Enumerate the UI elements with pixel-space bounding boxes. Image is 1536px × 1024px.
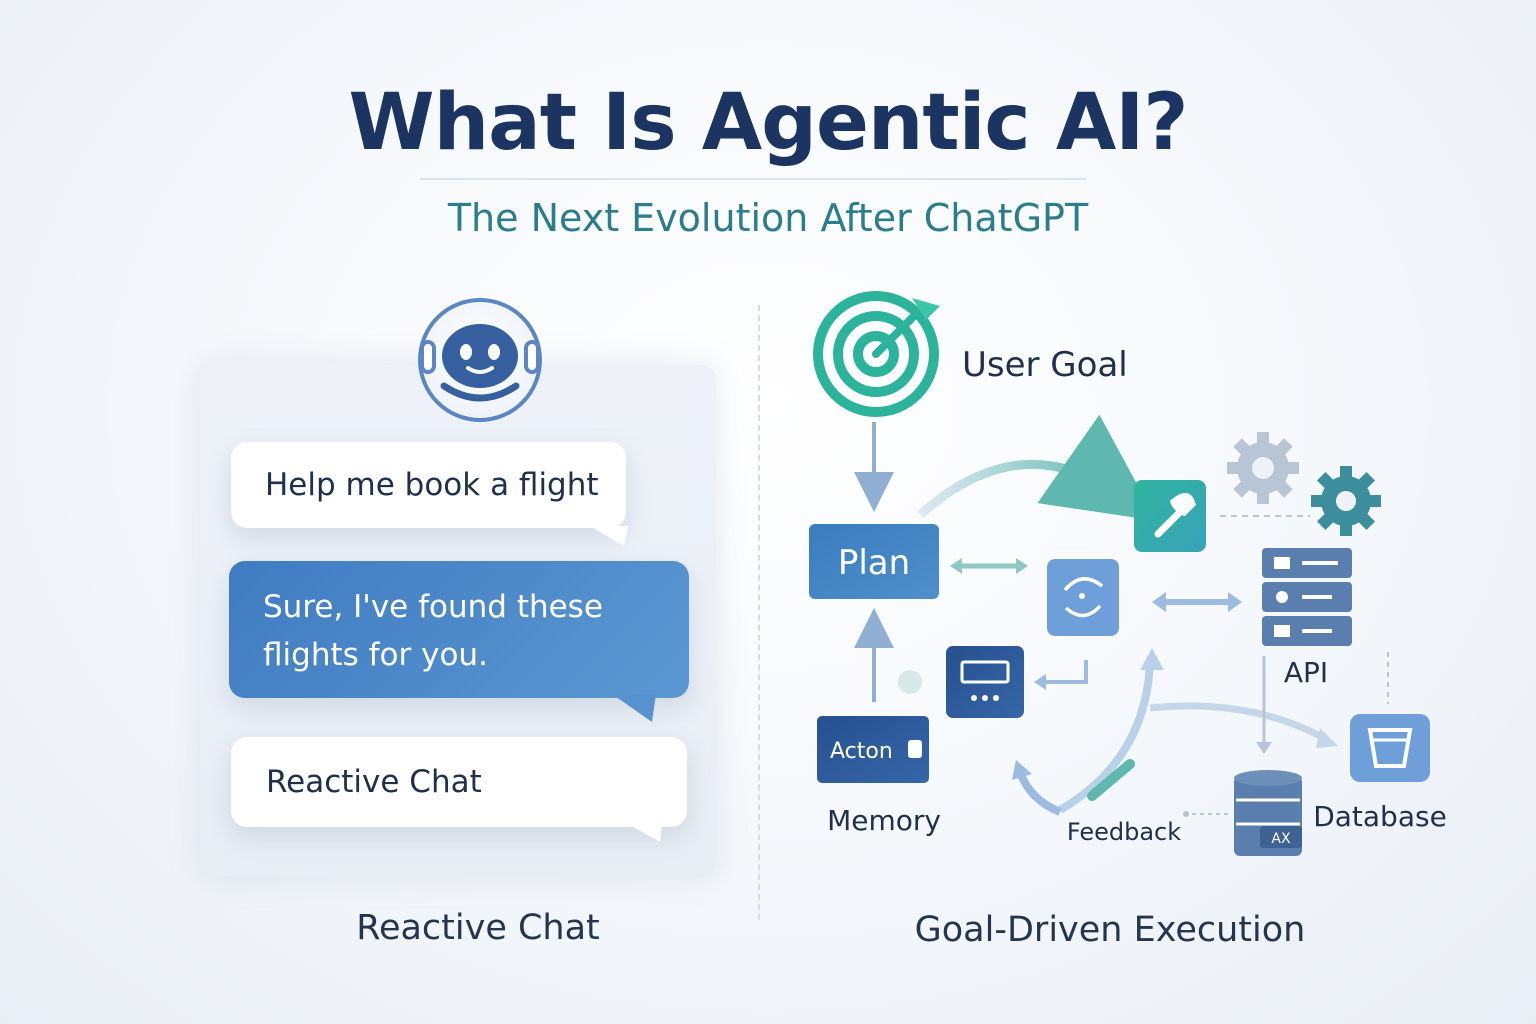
page-subtitle: The Next Evolution After ChatGPT — [447, 196, 1089, 240]
monitor-icon — [946, 646, 1024, 718]
action-label: Acton — [830, 739, 893, 764]
bot-message-line-2: flights for you. — [263, 637, 488, 673]
reactive-chat-bubble: Reactive Chat — [231, 737, 687, 827]
title-divider — [420, 178, 1086, 180]
robot-avatar-icon — [418, 298, 542, 422]
bubble-tail — [612, 694, 656, 722]
agentic-flow-diagram: User Goal Plan — [809, 291, 1447, 856]
bubble-tail — [628, 824, 662, 842]
bot-message-line-1: Sure, I've found these — [263, 589, 603, 625]
database-bucket-icon — [1350, 714, 1430, 782]
action-node: Acton — [817, 716, 929, 783]
section-divider — [758, 305, 760, 920]
bubble-tail — [590, 526, 628, 546]
api-label: API — [1284, 656, 1328, 689]
memory-label: Memory — [827, 804, 941, 837]
left-caption: Reactive Chat — [356, 908, 600, 948]
database-label: Database — [1313, 800, 1447, 833]
arrow-plan-tool — [916, 414, 1157, 521]
page-title: What Is Agentic AI? — [348, 78, 1189, 168]
arrow-cycle-monitor — [1044, 660, 1088, 684]
target-icon — [813, 291, 940, 417]
database-icon: AX — [1234, 770, 1302, 856]
plan-node: Plan — [809, 524, 939, 599]
gear-icon — [1311, 466, 1381, 536]
feedback-label: Feedback — [1067, 818, 1181, 846]
svg-text:AX: AX — [1271, 831, 1291, 847]
user-goal-label: User Goal — [962, 345, 1128, 385]
user-message-text: Help me book a flight — [265, 467, 599, 503]
reactive-chat-text: Reactive Chat — [266, 764, 482, 800]
right-caption: Goal-Driven Execution — [914, 910, 1306, 950]
arrow-to-database — [1149, 702, 1326, 742]
plan-label: Plan — [838, 543, 910, 583]
cycle-icon — [1047, 559, 1119, 636]
gear-icon — [1227, 432, 1299, 504]
wrench-icon — [1134, 480, 1206, 552]
arrow-feedback-back — [1016, 770, 1062, 816]
user-message-bubble: Help me book a flight — [231, 442, 626, 528]
arrow-feedback-loop — [1057, 661, 1154, 814]
bot-message-bubble: Sure, I've found these flights for you. — [229, 561, 689, 698]
server-icon — [1262, 548, 1352, 646]
